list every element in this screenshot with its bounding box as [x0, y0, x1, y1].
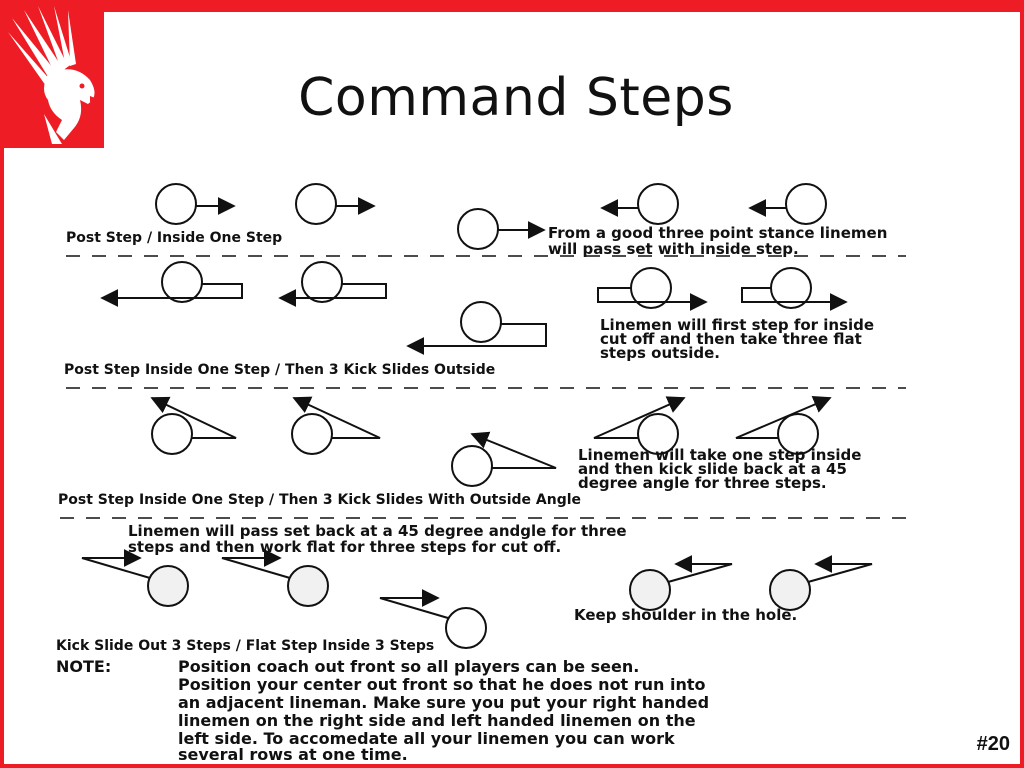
lineman-circle [769, 569, 811, 611]
section-4-intro-line-2: steps and then work flat for three steps… [128, 538, 561, 556]
section-2-desc-line-1: Linemen will first step for inside [600, 316, 874, 334]
step-arrow [150, 396, 237, 439]
step-arrow [221, 549, 291, 579]
section-4-side-note: Keep shoulder in the hole. [574, 606, 797, 624]
note-heading: NOTE: [56, 657, 111, 676]
step-arrow [741, 287, 848, 311]
section-2-desc-line-3: steps outside. [600, 344, 720, 362]
note-line-3: an adjacent lineman. Make sure you put y… [178, 693, 709, 712]
section-4-kick-slide-flat-step: Linemen will pass set back at a 45 degre… [56, 522, 873, 654]
section-3-desc-line-2: and then kick slide back at a 45 [578, 460, 847, 478]
section-3-label: Post Step Inside One Step / Then 3 Kick … [58, 492, 581, 508]
lineman-circle [147, 565, 189, 607]
note-line-1: Position coach out front so all players … [178, 657, 639, 676]
step-arrow [593, 396, 686, 439]
lineman-circle [785, 183, 827, 225]
lineman-circle [155, 183, 197, 225]
lineman-circle [161, 261, 203, 303]
step-arrow [667, 555, 733, 583]
step-arrow [100, 283, 243, 307]
lineman-circle [777, 413, 819, 455]
lineman-circle [637, 183, 679, 225]
step-arrow [292, 396, 381, 439]
note-block: NOTE: Position coach out front so all pl… [56, 657, 709, 762]
note-line-2: Position your center out front so that h… [178, 675, 706, 694]
eagle-logo [4, 4, 104, 148]
step-arrow [807, 555, 873, 583]
step-arrow [406, 323, 547, 355]
lineman-circle [287, 565, 329, 607]
section-3-desc-line-1: Linemen will take one step inside [578, 446, 861, 464]
top-border-bar [4, 4, 1020, 12]
lineman-circle [451, 445, 493, 487]
command-steps-diagram: Post Step / Inside One Step From a good … [46, 172, 1006, 762]
section-4-label: Kick Slide Out 3 Steps / Flat Step Insid… [56, 638, 434, 654]
section-4-intro-line-1: Linemen will pass set back at a 45 degre… [128, 522, 627, 540]
lineman-circle [637, 413, 679, 455]
section-2-desc-line-2: cut off and then take three flat [600, 330, 862, 348]
section-1-label: Post Step / Inside One Step [66, 230, 282, 246]
step-arrow [278, 283, 387, 307]
step-arrow [470, 431, 557, 469]
step-arrow [379, 589, 449, 619]
lineman-circle [629, 569, 671, 611]
section-3-kick-slides-angle: Linemen will take one step inside and th… [58, 396, 906, 519]
eagle-icon [8, 6, 100, 144]
section-2-kick-slides-outside: Linemen will first step for inside cut o… [64, 261, 906, 389]
section-1-desc-line-1: From a good three point stance linemen [548, 224, 887, 242]
section-1-desc-line-2: will pass set with inside step. [548, 240, 799, 258]
section-1-post-step: Post Step / Inside One Step From a good … [66, 183, 906, 258]
lineman-circle [295, 183, 337, 225]
step-arrow [597, 287, 708, 311]
step-arrow [735, 396, 832, 439]
slide-title: Command Steps [298, 68, 734, 128]
lineman-circle [457, 208, 499, 250]
lineman-circle [151, 413, 193, 455]
note-line-4: linemen on the right side and left hande… [178, 711, 696, 730]
slide-number: #20 [976, 733, 1010, 755]
note-line-6: several rows at one time. [178, 745, 408, 762]
section-2-label: Post Step Inside One Step / Then 3 Kick … [64, 362, 495, 378]
lineman-circle [460, 301, 502, 343]
section-3-desc-line-3: degree angle for three steps. [578, 474, 827, 492]
lineman-circle [445, 607, 487, 649]
step-arrow [81, 549, 151, 579]
lineman-circle [291, 413, 333, 455]
lineman-circle [301, 261, 343, 303]
note-line-5: left side. To accomedate all your lineme… [178, 729, 675, 748]
